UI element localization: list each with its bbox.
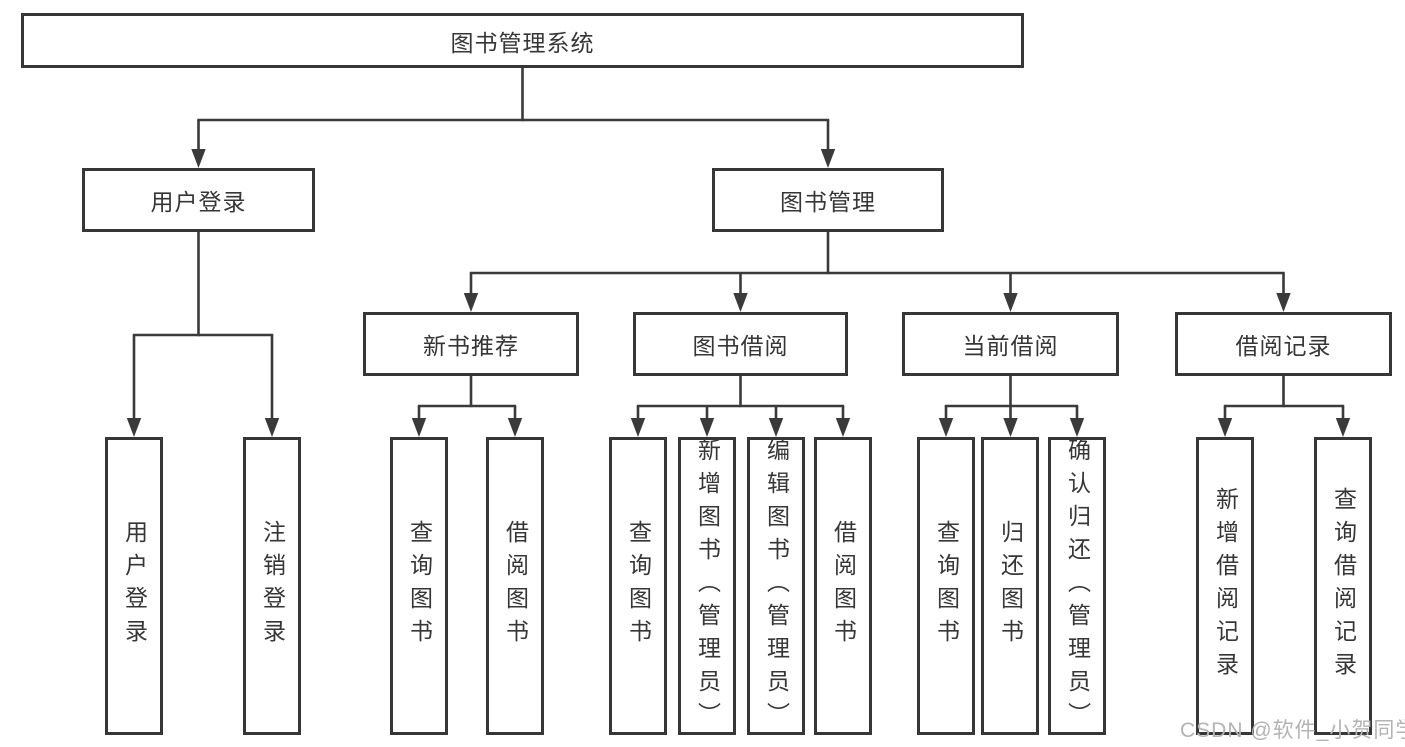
node-borrow-records: 借阅记录 [1175,312,1392,376]
node-root: 图书管理系统 [21,13,1024,68]
leaf-add-book-admin: 新增图书（管理员） [678,437,736,735]
leaf-query-books-recommend: 查询图书 [390,437,448,735]
leaf-query-books-current: 查询图书 [917,437,975,735]
leaf-logout: 注销登录 [243,437,301,735]
leaf-query-borrow-record-label: 查询借阅记录 [1330,487,1357,685]
leaf-edit-book-admin: 编辑图书（管理员） [747,437,805,735]
csdn-watermark: CSDN @软件_小贺同学 [1180,719,1405,742]
leaf-return-book-label: 归还图书 [997,520,1024,652]
node-book-management: 图书管理 [712,168,944,232]
leaf-query-books-current-label: 查询图书 [933,520,960,652]
leaf-return-book: 归还图书 [981,437,1039,735]
node-user-login-label: 用户登录 [150,189,247,215]
leaf-query-books-borrowing-label: 查询图书 [625,520,652,652]
leaf-borrow-book: 借阅图书 [814,437,872,735]
leaf-confirm-return-admin-label: 确认归还（管理员） [1064,437,1091,735]
leaf-query-borrow-record: 查询借阅记录 [1314,437,1372,735]
node-book-management-label: 图书管理 [780,189,876,215]
leaf-logout-label: 注销登录 [259,520,286,652]
leaf-borrow-book-recommend-label: 借阅图书 [502,520,529,652]
node-user-login: 用户登录 [82,168,315,232]
leaf-confirm-return-admin: 确认归还（管理员） [1048,437,1106,735]
leaf-add-borrow-record-label: 新增借阅记录 [1212,487,1239,685]
leaf-query-books-borrowing: 查询图书 [609,437,667,735]
leaf-edit-book-admin-label: 编辑图书（管理员） [763,437,790,735]
node-current-borrowing-label: 当前借阅 [962,333,1059,359]
node-new-book-recommend-label: 新书推荐 [423,333,519,359]
leaf-borrow-book-recommend: 借阅图书 [486,437,544,735]
node-book-borrowing: 图书借阅 [633,312,848,376]
leaf-add-borrow-record: 新增借阅记录 [1196,437,1254,735]
leaf-query-books-recommend-label: 查询图书 [406,520,433,652]
leaf-user-login: 用户登录 [105,437,163,735]
leaf-user-login-label: 用户登录 [121,520,148,652]
node-book-borrowing-label: 图书借阅 [692,333,789,359]
node-current-borrowing: 当前借阅 [902,312,1119,376]
leaf-borrow-book-label: 借阅图书 [830,520,857,652]
node-new-book-recommend: 新书推荐 [363,312,579,376]
leaf-add-book-admin-label: 新增图书（管理员） [694,437,721,735]
node-borrow-records-label: 借阅记录 [1235,333,1332,359]
node-root-label: 图书管理系统 [450,29,595,56]
